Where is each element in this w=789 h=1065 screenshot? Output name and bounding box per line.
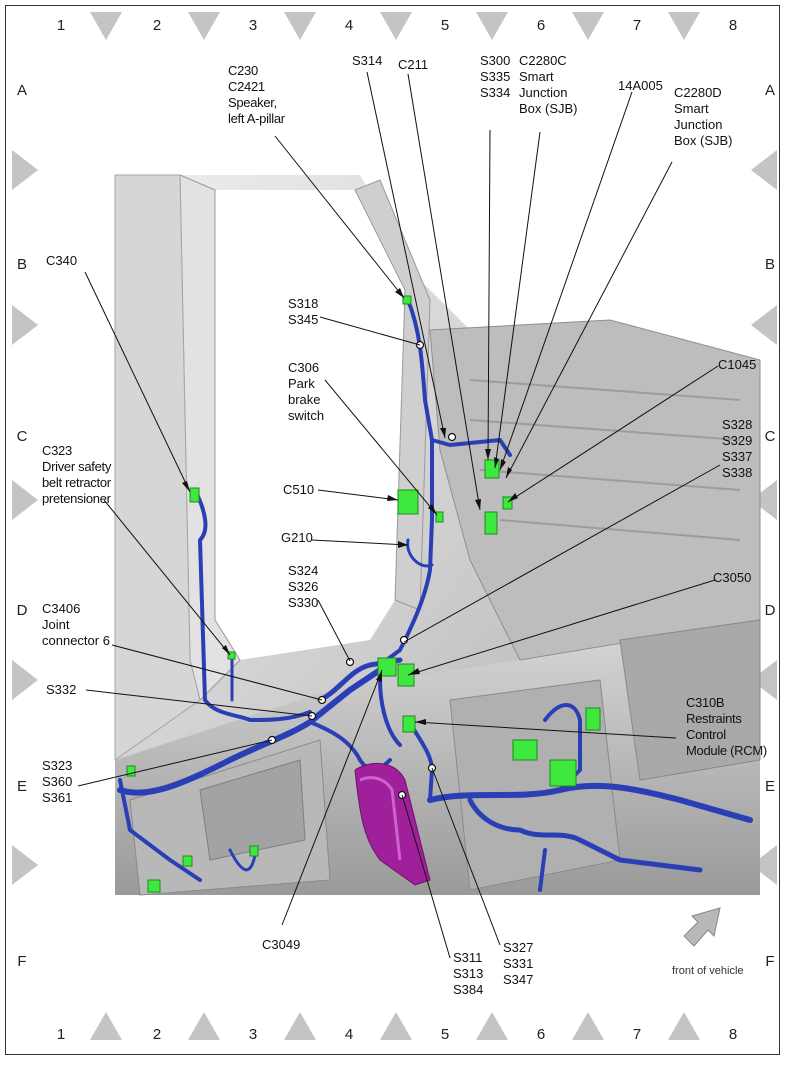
grid-markers-top — [90, 12, 700, 40]
grid-col-2-bottom: 2 — [152, 1026, 162, 1043]
grid-row-a-left: A — [16, 82, 27, 99]
callout-c323: C323 Driver safety belt retractor preten… — [42, 443, 112, 506]
callout-c2280d: C2280D Smart Junction Box (SJB) — [674, 85, 733, 148]
grid-markers-bottom — [90, 1012, 700, 1040]
callout-s300: S300 S335 S334 — [480, 53, 511, 100]
callout-s328: S328 S329 S337 S338 — [722, 417, 753, 480]
grid-col-3-bottom: 3 — [248, 1026, 258, 1043]
grid-row-c-left: C — [16, 428, 28, 445]
leader-arrows — [182, 288, 518, 725]
rcm-module — [354, 762, 431, 886]
grid-row-d-left: D — [16, 602, 28, 619]
grid-col-7-top: 7 — [632, 17, 642, 34]
callout-s318: S318 S345 — [288, 296, 319, 327]
grid-row-b-right: B — [764, 256, 775, 273]
callout-c230: C230 C2421 Speaker, left A-pillar — [228, 63, 285, 126]
grid-row-b-left: B — [16, 256, 27, 273]
grid-row-d-right: D — [764, 602, 776, 619]
front-of-vehicle-arrow-icon — [683, 907, 721, 947]
grid-row-c-right: C — [764, 428, 776, 445]
grid-col-8-top: 8 — [728, 17, 738, 34]
grid-col-3-top: 3 — [248, 17, 258, 34]
callout-s332: S332 — [46, 682, 77, 697]
grid-row-e-right: E — [764, 778, 775, 795]
grid-col-1-top: 1 — [56, 17, 66, 34]
grid-row-f-right: F — [765, 953, 775, 970]
callout-s327: S327 S331 S347 — [503, 940, 534, 987]
grid-col-6-bottom: 6 — [536, 1026, 546, 1043]
callout-s323: S323 S360 S361 — [42, 758, 73, 805]
grid-markers-right — [751, 150, 777, 885]
grid-col-4-bottom: 4 — [344, 1026, 354, 1043]
callout-c3050: C3050 — [713, 570, 752, 585]
vehicle-body — [114, 174, 761, 896]
front-of-vehicle-label: front of vehicle — [672, 965, 744, 977]
callout-g210: G210 — [281, 530, 313, 545]
grid-col-8-bottom: 8 — [728, 1026, 738, 1043]
grid-col-6-top: 6 — [536, 17, 546, 34]
callout-c310b: C310B Restraints Control Module (RCM) — [686, 695, 767, 758]
leader-lines — [77, 71, 721, 959]
callout-c510: C510 — [283, 482, 315, 497]
grid-row-e-left: E — [16, 778, 27, 795]
callout-s311: S311 S313 S384 — [453, 950, 484, 997]
callout-c2280c: C2280C Smart Junction Box (SJB) — [519, 53, 578, 116]
callout-c3049: C3049 — [262, 937, 301, 952]
callout-c3406: C3406 Joint connector 6 — [42, 601, 110, 648]
connectors — [126, 295, 601, 893]
callout-c340: C340 — [46, 253, 78, 268]
grid-col-4-top: 4 — [344, 17, 354, 34]
callout-14a005: 14A005 — [618, 78, 663, 93]
grid-col-5-bottom: 5 — [440, 1026, 450, 1043]
wiring-harness — [117, 298, 753, 892]
grid-col-5-top: 5 — [440, 17, 450, 34]
grid-col-2-top: 2 — [152, 17, 162, 34]
callout-s314: S314 — [352, 53, 383, 68]
grid-col-1-bottom: 1 — [56, 1026, 66, 1043]
callout-c306: C306 Park brake switch — [288, 360, 325, 423]
grid-row-f-left: F — [17, 953, 27, 970]
callout-c211: C211 — [398, 57, 429, 72]
grid-col-7-bottom: 7 — [632, 1026, 642, 1043]
callout-c1045: C1045 — [718, 357, 757, 372]
grid-row-a-right: A — [764, 82, 775, 99]
grid-markers-left — [12, 150, 38, 885]
callout-s324: S324 S326 S330 — [288, 563, 319, 610]
